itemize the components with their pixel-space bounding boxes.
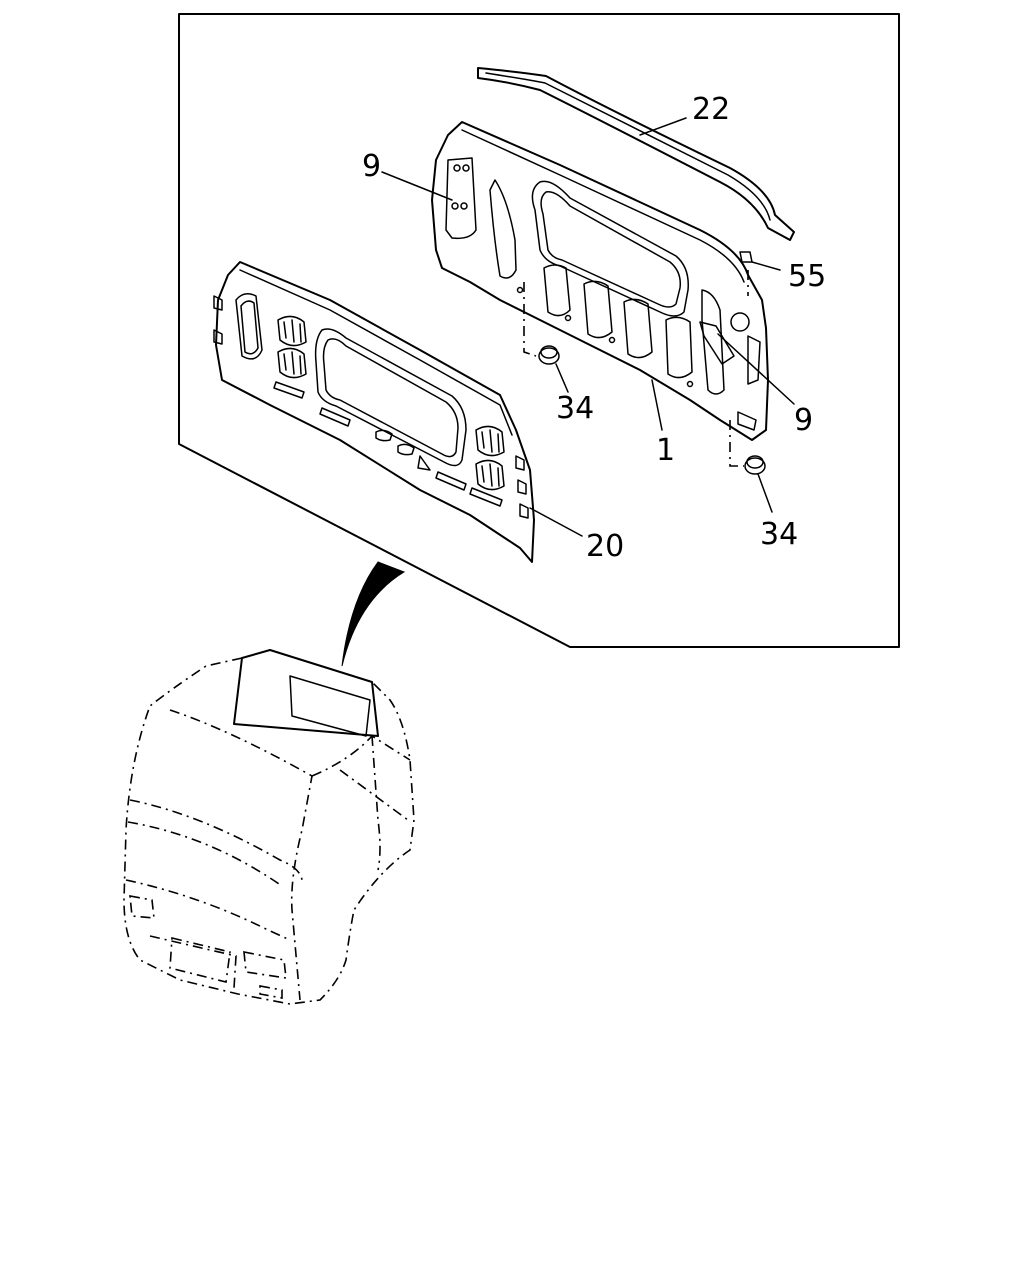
- part-22-seal-strip: [477, 67, 795, 241]
- leader-lines: [381, 117, 795, 537]
- callout-9-top: 9: [362, 149, 381, 184]
- callout-34-right: 34: [760, 517, 798, 552]
- truck-cab-outline: [123, 649, 415, 1005]
- callout-20: 20: [586, 529, 624, 564]
- callout-55: 55: [788, 259, 826, 294]
- install-lines: [523, 270, 749, 467]
- detail-frame: [178, 13, 900, 648]
- callout-9-right: 9: [794, 403, 813, 438]
- part-34-grommet-mid: [538, 345, 560, 365]
- part-20-panel-inner: [213, 261, 535, 563]
- part-1-rear-panel: [431, 121, 769, 441]
- callout-22: 22: [692, 92, 730, 127]
- callout-34-mid: 34: [556, 391, 594, 426]
- callout-1: 1: [656, 433, 675, 468]
- part-55-label: [739, 251, 753, 263]
- location-pointer: [341, 561, 406, 667]
- callouts: 22 9 55 34 1 9 34 20: [362, 92, 826, 564]
- part-34-grommet-right: [744, 455, 766, 475]
